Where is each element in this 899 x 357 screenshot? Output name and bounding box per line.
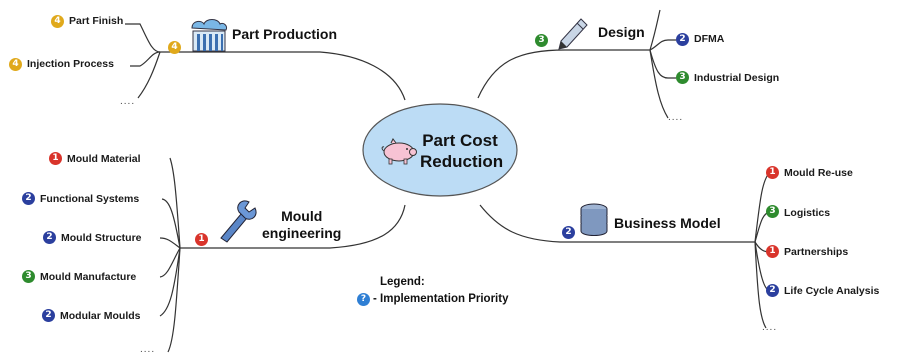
more-ellipsis: .... (762, 322, 778, 333)
legend-title: Legend: (380, 276, 425, 288)
legend-text: - Implementation Priority (373, 293, 509, 305)
center-topic: Part Cost Reduction (420, 130, 504, 172)
leaf-modular-moulds: Modular Moulds (60, 310, 141, 322)
help-icon: ? (357, 293, 370, 306)
priority-badge: 4 (51, 15, 64, 28)
branch-label-line-2: engineering (262, 225, 342, 241)
leaf-injection-process: Injection Process (27, 58, 114, 70)
leaf-mould-structure: Mould Structure (61, 232, 142, 244)
more-ellipsis: .... (140, 344, 156, 355)
branch-part-production-label: Part Production (232, 26, 338, 42)
priority-badge: 1 (195, 233, 208, 246)
connector-business-model (479, 204, 755, 243)
priority-badge: 1 (766, 166, 779, 179)
leaf-part-finish: Part Finish (69, 15, 124, 27)
connector-part-production (160, 51, 406, 101)
leaf-mould-material: Mould Material (67, 153, 141, 165)
priority-badge: 4 (9, 58, 22, 71)
priority-badge: 1 (49, 152, 62, 165)
priority-badge: 2 (22, 192, 35, 205)
wrench-icon (220, 200, 257, 243)
priority-badge: 2 (43, 231, 56, 244)
more-ellipsis: .... (120, 96, 136, 107)
leaf-industrial-design: Industrial Design (694, 72, 780, 84)
priority-badge: 2 (676, 33, 689, 46)
priority-badge: 3 (535, 34, 548, 47)
coin-stack-icon (580, 203, 608, 236)
leaf-life-cycle-analysis: Life Cycle Analysis (784, 285, 880, 297)
branch-mould-engineering-label: Mould engineering (262, 208, 341, 242)
leaf-mould-manufacture: Mould Manufacture (40, 271, 137, 283)
priority-badge: 2 (766, 284, 779, 297)
priority-badge: 4 (168, 41, 181, 54)
priority-badge: 2 (562, 226, 575, 239)
priority-badge: 3 (22, 270, 35, 283)
connector-design (477, 49, 650, 99)
priority-badge: 3 (676, 71, 689, 84)
leaf-mould-re-use: Mould Re-use (784, 167, 853, 179)
leaf-functional-systems: Functional Systems (40, 193, 140, 205)
piggy-bank-icon (381, 138, 417, 165)
branch-design-label: Design (598, 24, 645, 40)
branch-business-model-label: Business Model (614, 215, 721, 231)
branch-label-line-1: Mould (281, 208, 323, 224)
more-ellipsis: .... (668, 112, 684, 123)
leaf-logistics: Logistics (784, 207, 831, 219)
connector-mould-engineering (180, 204, 406, 249)
factory-icon (191, 19, 227, 52)
center-line-1: Part Cost (422, 131, 498, 150)
center-line-2: Reduction (420, 152, 504, 171)
priority-badge: 1 (766, 245, 779, 258)
center-ellipse (362, 103, 518, 197)
pen-icon (558, 18, 588, 50)
priority-badge: 2 (42, 309, 55, 322)
leaf-dfma: DFMA (694, 33, 725, 45)
priority-badge: 3 (766, 205, 779, 218)
leaf-partnerships: Partnerships (784, 246, 849, 258)
